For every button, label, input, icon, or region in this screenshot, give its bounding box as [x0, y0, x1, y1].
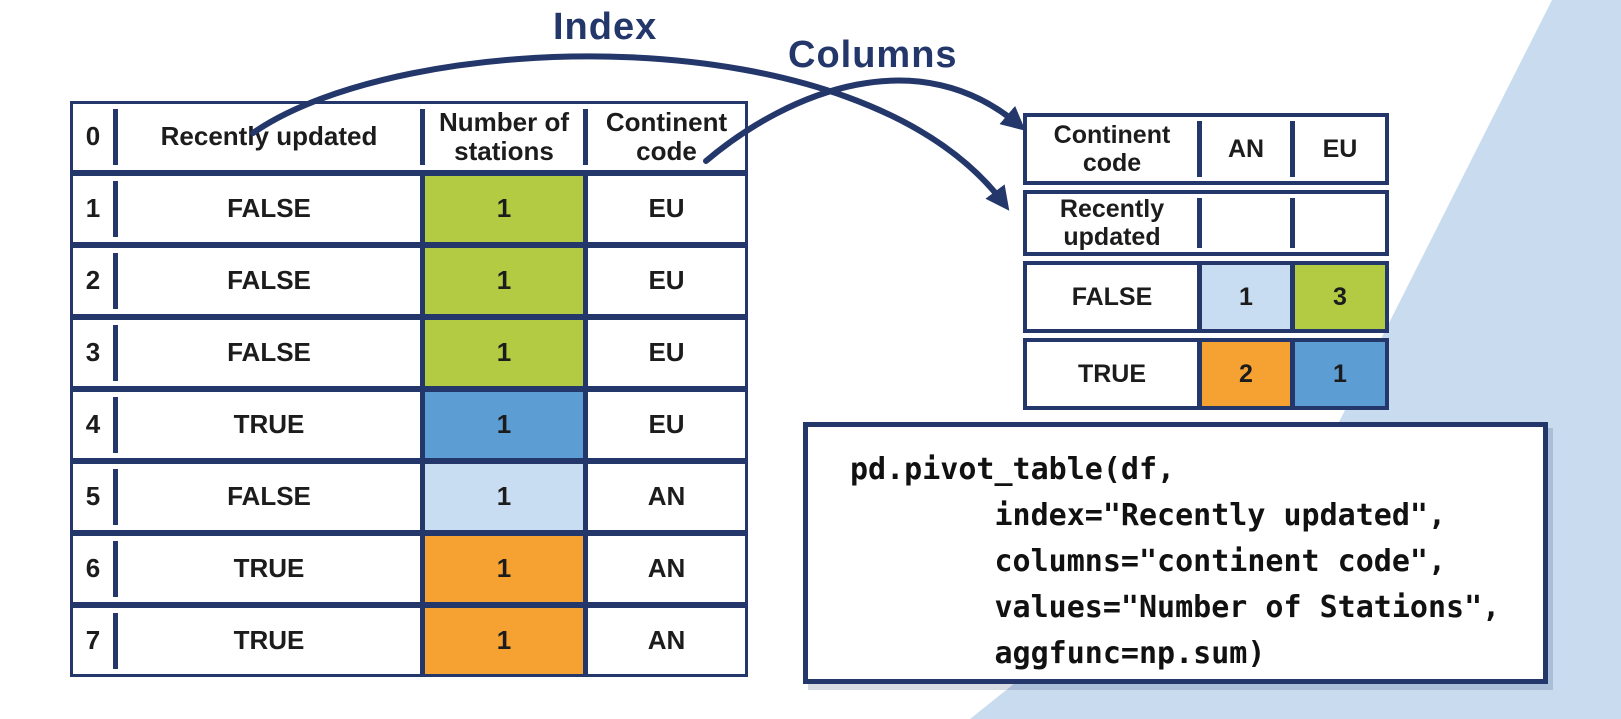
index-cell: 4: [85, 409, 101, 440]
column-header-cell-an: AN: [1227, 135, 1265, 163]
row-label-cell: TRUE: [1077, 360, 1147, 388]
corner-header-cell: Continent code: [1053, 121, 1171, 177]
column-divider: [583, 248, 588, 314]
table-row: 6 TRUE 1 AN: [70, 533, 748, 605]
continent-cell: AN: [647, 481, 686, 512]
source-table: 0 Recently updated Number of stations Co…: [70, 101, 748, 677]
pivot-value-row: TRUE 2 1: [1023, 338, 1389, 410]
column-divider: [1197, 198, 1202, 248]
table-row: 1 FALSE 1 EU: [70, 173, 748, 245]
index-cell: 1: [85, 193, 101, 224]
column-divider: [583, 320, 588, 386]
recently-updated-cell: TRUE: [233, 409, 305, 440]
column-divider: [1290, 265, 1295, 329]
pivot-header-row: Continent code AN EU: [1023, 113, 1389, 185]
continent-cell: EU: [648, 337, 685, 368]
column-divider: [1290, 198, 1295, 248]
column-divider: [420, 176, 425, 242]
column-divider: [583, 536, 588, 602]
column-divider: [113, 181, 118, 237]
column-divider: [113, 325, 118, 381]
column-divider: [583, 392, 588, 458]
stations-cell: 1: [425, 536, 583, 602]
empty-cell: [1202, 194, 1290, 252]
column-divider: [1290, 342, 1295, 406]
value-cell: 3: [1295, 265, 1385, 329]
table-row: 2 FALSE 1 EU: [70, 245, 748, 317]
column-divider: [420, 536, 425, 602]
continent-cell: EU: [648, 409, 685, 440]
code-line: values="Number of Stations",: [850, 590, 1501, 625]
column-divider: [1290, 121, 1295, 177]
column-divider: [1197, 265, 1202, 329]
row-index-header-cell: Recently updated: [1059, 195, 1165, 251]
header-cell-recently-updated: Recently updated: [160, 121, 378, 152]
table-row: 7 TRUE 1 AN: [70, 605, 748, 677]
continent-cell: EU: [648, 193, 685, 224]
code-line: columns="continent code",: [850, 544, 1447, 579]
column-divider: [1197, 342, 1202, 406]
table-row: 4 TRUE 1 EU: [70, 389, 748, 461]
column-divider: [113, 469, 118, 525]
index-arrow-label: Index: [553, 6, 658, 48]
table-row: 3 FALSE 1 EU: [70, 317, 748, 389]
index-cell: 2: [85, 265, 101, 296]
pivot-value-row: FALSE 1 3: [1023, 261, 1389, 333]
columns-arrow-label: Columns: [788, 34, 958, 76]
code-line: aggfunc=np.sum): [850, 636, 1266, 671]
index-cell: 3: [85, 337, 101, 368]
recently-updated-cell: TRUE: [233, 553, 305, 584]
column-divider: [1197, 121, 1202, 177]
column-divider: [583, 176, 588, 242]
column-divider: [420, 392, 425, 458]
column-divider: [420, 608, 425, 674]
header-cell-index: 0: [85, 121, 101, 152]
continent-cell: AN: [647, 553, 686, 584]
column-divider: [113, 109, 118, 165]
recently-updated-cell: FALSE: [227, 337, 311, 368]
column-divider: [420, 248, 425, 314]
value-cell: 1: [1295, 342, 1385, 406]
column-header-cell-eu: EU: [1322, 135, 1358, 163]
value-cell: 2: [1202, 342, 1290, 406]
index-cell: 7: [85, 625, 101, 656]
stations-cell: 1: [425, 320, 583, 386]
column-divider: [583, 608, 588, 674]
stations-cell: 1: [425, 464, 583, 530]
code-line: index="Recently updated",: [850, 498, 1447, 533]
index-cell: 6: [85, 553, 101, 584]
row-label-cell: FALSE: [1071, 283, 1153, 311]
recently-updated-cell: FALSE: [227, 193, 311, 224]
index-cell: 5: [85, 481, 101, 512]
pivot-index-header-row: Recently updated: [1023, 190, 1389, 256]
stations-cell: 1: [425, 392, 583, 458]
pivot-table: Continent code AN EU Recently updated FA…: [1023, 113, 1389, 410]
column-divider: [420, 320, 425, 386]
table-row: 5 FALSE 1 AN: [70, 461, 748, 533]
header-cell-continent-code: Continent code: [605, 106, 728, 166]
column-divider: [113, 541, 118, 597]
continent-cell: AN: [647, 625, 686, 656]
continent-cell: EU: [648, 265, 685, 296]
column-divider: [420, 464, 425, 530]
stations-cell: 1: [425, 176, 583, 242]
code-block: pd.pivot_table(df, index="Recently updat…: [803, 422, 1548, 684]
column-divider: [113, 397, 118, 453]
recently-updated-cell: FALSE: [227, 481, 311, 512]
column-divider: [113, 613, 118, 669]
column-divider: [113, 253, 118, 309]
stations-cell: 1: [425, 248, 583, 314]
recently-updated-cell: TRUE: [233, 625, 305, 656]
recently-updated-cell: FALSE: [227, 265, 311, 296]
stations-cell: 1: [425, 608, 583, 674]
header-cell-number-of-stations: Number of stations: [439, 106, 569, 166]
value-cell: 1: [1202, 265, 1290, 329]
code-line: pd.pivot_table(df,: [850, 452, 1176, 487]
column-divider: [583, 464, 588, 530]
empty-cell: [1295, 194, 1385, 252]
source-table-header-row: 0 Recently updated Number of stations Co…: [70, 101, 748, 173]
